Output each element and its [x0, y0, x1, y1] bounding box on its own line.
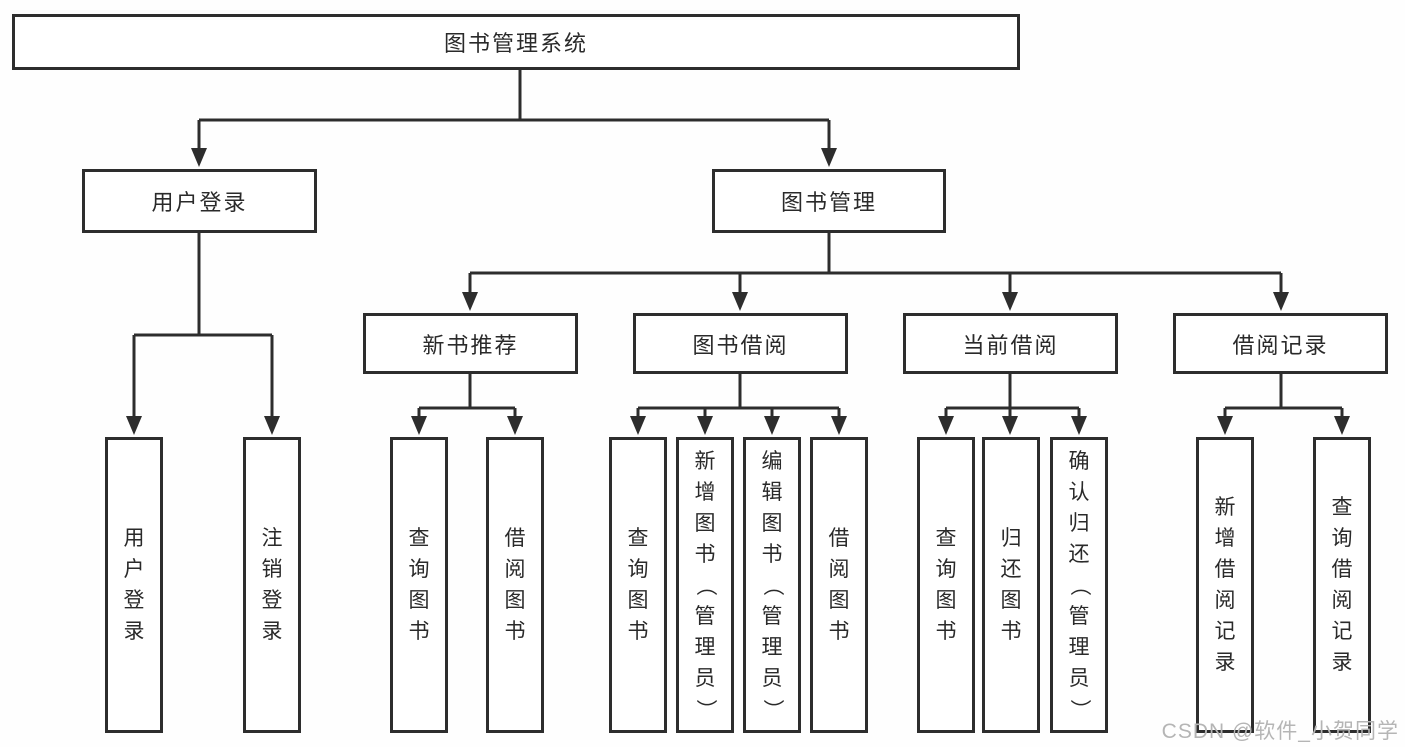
node-leaf-add-borrow-record-label: 新增借阅记录: [1214, 496, 1236, 674]
node-borrowing-records-label: 借阅记录: [1232, 332, 1329, 358]
node-leaf-borrow-books: 借阅图书: [810, 437, 868, 733]
node-leaf-borrow-books-recommend-label: 借阅图书: [504, 527, 526, 643]
node-leaf-query-books-current-label: 查询图书: [935, 527, 957, 643]
node-leaf-return-book-label: 归还图书: [1000, 527, 1022, 643]
node-leaf-query-borrow-record-label: 查询借阅记录: [1331, 496, 1353, 674]
node-leaf-query-books-recommend: 查询图书: [390, 437, 448, 733]
node-root-system: 图书管理系统: [12, 14, 1020, 70]
node-borrowing-records: 借阅记录: [1173, 313, 1388, 374]
node-leaf-user-login: 用户登录: [105, 437, 163, 733]
node-root-system-label: 图书管理系统: [443, 31, 588, 56]
node-leaf-query-books-borrowing-label: 查询图书: [627, 527, 649, 643]
node-book-borrowing-label: 图书借阅: [692, 332, 789, 358]
node-leaf-borrow-books-label: 借阅图书: [828, 527, 850, 643]
node-leaf-add-borrow-record: 新增借阅记录: [1196, 437, 1254, 733]
node-leaf-logout-label: 注销登录: [261, 527, 283, 643]
node-book-management-label: 图书管理: [780, 190, 877, 215]
node-current-borrowing-label: 当前借阅: [962, 332, 1059, 358]
node-leaf-query-borrow-record: 查询借阅记录: [1313, 437, 1371, 733]
node-leaf-user-login-label: 用户登录: [123, 527, 145, 643]
node-current-borrowing: 当前借阅: [903, 313, 1118, 374]
node-leaf-query-books-borrowing: 查询图书: [609, 437, 667, 733]
node-leaf-add-book-admin-label: 新增图书（管理员）: [693, 449, 717, 720]
csdn-watermark: CSDN @软件_小贺同学: [1161, 720, 1399, 743]
node-leaf-query-books-recommend-label: 查询图书: [408, 527, 430, 643]
node-leaf-logout: 注销登录: [243, 437, 301, 733]
node-leaf-return-book: 归还图书: [982, 437, 1040, 733]
node-new-book-recommend-label: 新书推荐: [422, 332, 519, 358]
node-leaf-confirm-return-admin: 确认归还（管理员）: [1050, 437, 1108, 733]
node-user-login-label: 用户登录: [151, 190, 248, 215]
node-leaf-confirm-return-admin-label: 确认归还（管理员）: [1067, 449, 1091, 720]
node-leaf-edit-book-admin-label: 编辑图书（管理员）: [760, 449, 784, 720]
node-leaf-add-book-admin: 新增图书（管理员）: [676, 437, 734, 733]
node-leaf-borrow-books-recommend: 借阅图书: [486, 437, 544, 733]
node-book-borrowing: 图书借阅: [633, 313, 848, 374]
node-book-management: 图书管理: [712, 169, 946, 233]
node-leaf-edit-book-admin: 编辑图书（管理员）: [743, 437, 801, 733]
node-new-book-recommend: 新书推荐: [363, 313, 578, 374]
node-user-login: 用户登录: [82, 169, 317, 233]
node-leaf-query-books-current: 查询图书: [917, 437, 975, 733]
